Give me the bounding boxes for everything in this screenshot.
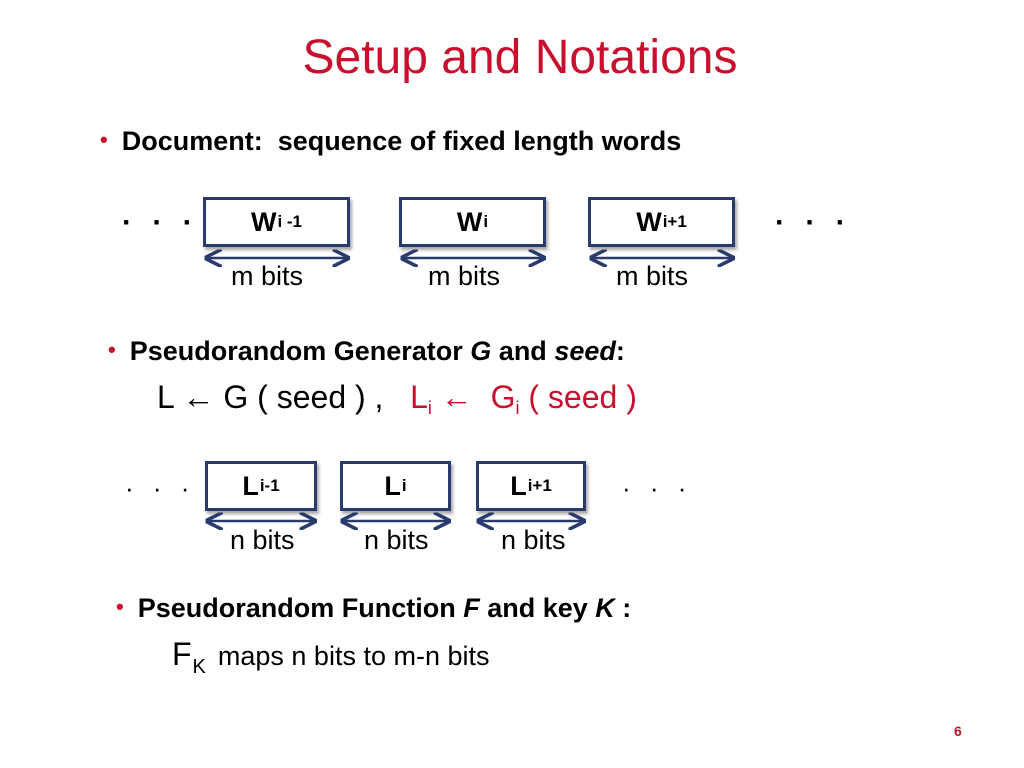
prg-formula-right: Li ← Gi ( seed ): [410, 379, 637, 418]
gi-base: G: [490, 379, 516, 415]
gi-sub: i: [515, 398, 520, 418]
bullet-prf: • Pseudorandom Function F and key K :: [116, 595, 631, 622]
block-prev-base: L: [242, 470, 259, 501]
word-prev-base: W: [250, 206, 277, 237]
block-prev-bits: n bits: [230, 525, 295, 555]
ellipsis-right-words: · · ·: [775, 206, 852, 239]
word-prev-sub: i -1: [277, 212, 303, 231]
block-next-base: L: [510, 470, 527, 501]
prf-label-b: and key: [479, 593, 596, 623]
block-current-base: L: [384, 470, 401, 501]
prf-label-a: Pseudorandom Function: [137, 593, 464, 623]
bullet-document: • Document: sequence of fixed length word…: [100, 128, 681, 155]
prg-formula: L ← G ( seed ) , Li ← Gi ( seed ): [157, 381, 637, 417]
prg-formula-left: L ← G ( seed ) ,: [157, 379, 384, 415]
document-label: Document:: [121, 126, 263, 156]
ellipsis-right-blocks: · · ·: [622, 473, 693, 503]
slide-title: Setup and Notations: [302, 31, 738, 84]
fk-base: F: [172, 636, 192, 672]
prg-label-g: G: [470, 336, 492, 366]
fk-sub: K: [192, 656, 206, 678]
bullet-marker: •: [116, 594, 124, 619]
prf-label-c: :: [614, 593, 632, 623]
word-current-base: W: [456, 206, 483, 237]
li-base: L: [410, 379, 428, 415]
block-next-sub: i+1: [527, 476, 552, 495]
fk-desc: maps n bits to m-n bits: [217, 641, 490, 671]
bullet-marker: •: [100, 127, 108, 152]
prf-label-f: F: [463, 593, 480, 623]
word-prev-bits: m bits: [231, 261, 304, 291]
word-current-sub: i: [483, 212, 489, 231]
prg-label-seed: seed: [554, 336, 616, 366]
word-next-sub: i+1: [662, 212, 687, 231]
block-current-bits: n bits: [364, 525, 429, 555]
word-next-bits: m bits: [616, 261, 689, 291]
prg-label-a: Pseudorandom Generator: [129, 336, 471, 366]
prg-label-c: :: [615, 336, 625, 366]
bullet-marker: •: [108, 337, 116, 362]
li-sub: i: [427, 398, 432, 418]
prf-label-k: K: [595, 593, 615, 623]
ellipsis-left-words: · · ·: [122, 206, 199, 239]
page-number: 6: [954, 723, 962, 739]
document-description: sequence of fixed length words: [277, 126, 682, 156]
word-next-base: W: [636, 206, 662, 237]
prg-label-b: and: [491, 336, 555, 366]
bullet-prg: • Pseudorandom Generator G and seed:: [108, 338, 625, 365]
block-prev-sub: i-1: [259, 476, 280, 495]
ellipsis-left-blocks: · · ·: [125, 473, 196, 503]
block-next-bits: n bits: [501, 525, 566, 555]
block-current-sub: i: [401, 476, 407, 495]
formula-arrow: ←: [440, 379, 473, 415]
word-current-bits: m bits: [428, 261, 501, 291]
gi-tail: ( seed ): [528, 379, 637, 415]
